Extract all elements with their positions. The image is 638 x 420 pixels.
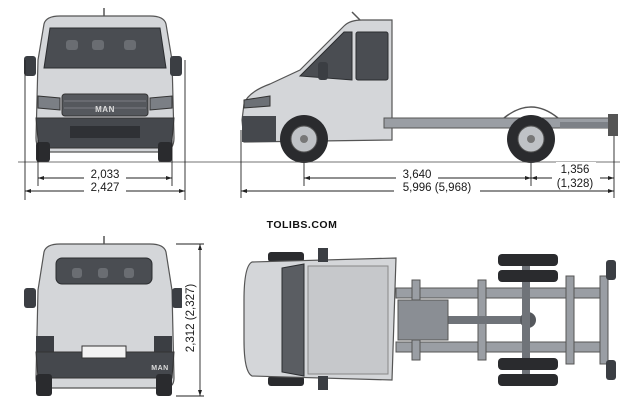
rear-overhang-label: 1,356 xyxy=(561,164,590,176)
dimension-labels: 2,033 2,427 3,640 1,356 (1,328) 5,996 (5… xyxy=(84,162,600,360)
height-label: 2,312 (2,327) xyxy=(185,284,197,353)
front-track-label: 2,033 xyxy=(91,169,120,181)
rear-brand-badge: MAN xyxy=(151,365,168,372)
front-width-label: 2,427 xyxy=(91,182,120,194)
wheelbase-label: 3,640 xyxy=(403,169,432,181)
side-view xyxy=(241,11,618,163)
watermark-text: TOLIBS.COM xyxy=(267,219,338,231)
overall-length-label: 5,996 (5,968) xyxy=(403,182,472,194)
rear-overhang-alt-label: (1,328) xyxy=(557,178,594,190)
dimension-lines xyxy=(24,60,615,397)
front-view: MAN xyxy=(24,8,182,162)
rear-view: MAN xyxy=(24,236,184,396)
top-view xyxy=(243,248,616,390)
front-brand-badge: MAN xyxy=(95,105,115,114)
